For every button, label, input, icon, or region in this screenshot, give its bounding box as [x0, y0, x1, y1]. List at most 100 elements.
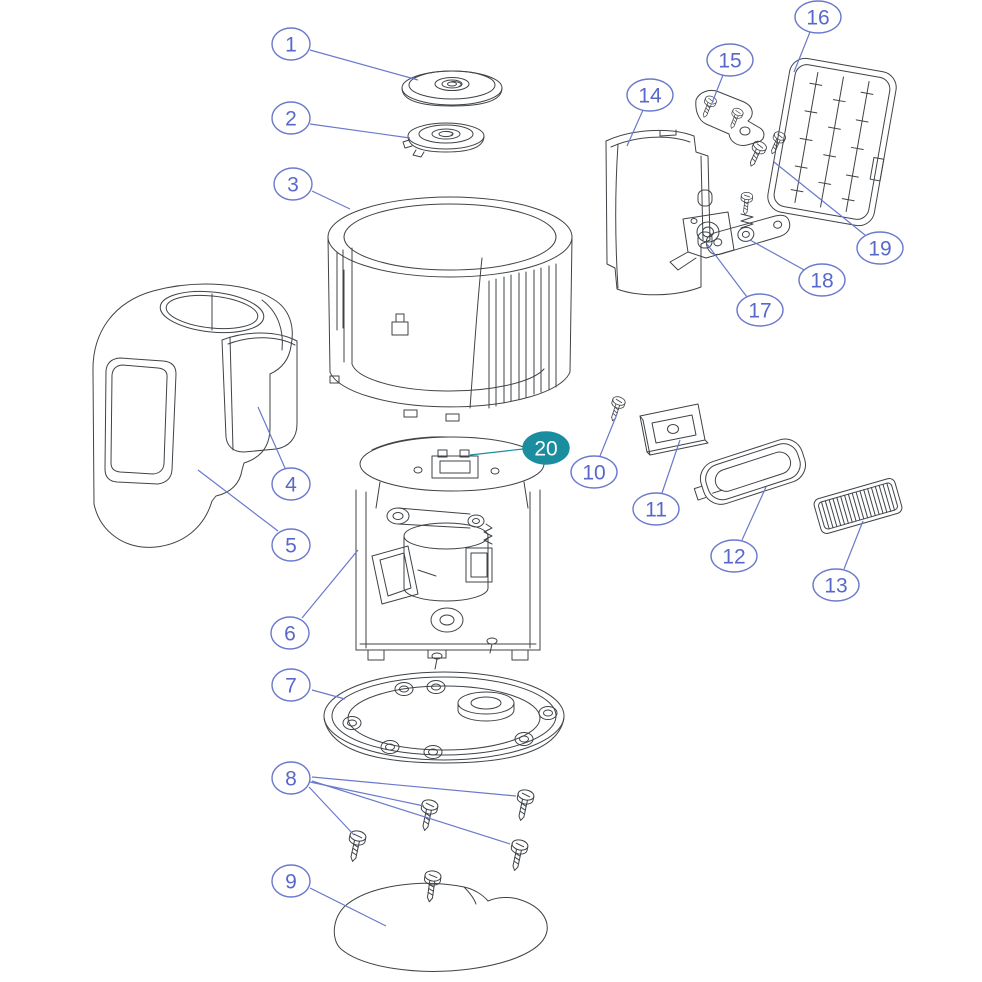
part-4-window-panel [222, 333, 297, 452]
callout-number: 18 [810, 270, 833, 293]
callout-number: 10 [582, 462, 605, 485]
part-18-lever [704, 191, 793, 256]
callout-20[interactable]: 20 [469, 431, 570, 465]
callout-8[interactable]: 8 [271, 761, 517, 845]
callout-number: 4 [285, 474, 297, 497]
part-3-housing [328, 197, 572, 421]
callout-bubble [271, 668, 311, 702]
part-5-outer-shell [93, 284, 292, 547]
leader-line [309, 49, 419, 81]
callout-number: 6 [284, 623, 296, 646]
callout-bubble [270, 616, 310, 650]
callout-bubble [570, 455, 618, 489]
part-7-base-plate [324, 672, 564, 763]
callout-7[interactable]: 7 [271, 668, 346, 702]
part-1-top-cap [402, 71, 502, 106]
callout-bubble [271, 101, 311, 135]
leader-line [257, 406, 286, 469]
callout-5[interactable]: 5 [197, 469, 311, 562]
callout-number: 9 [285, 871, 297, 894]
part-2-inner-cap [403, 123, 484, 157]
callout-bubble [626, 78, 674, 112]
callout-9[interactable]: 9 [271, 864, 387, 927]
callout-bubble [271, 528, 311, 562]
leader-line [197, 469, 279, 532]
callout-bubble [271, 467, 311, 501]
leader-line [843, 520, 864, 570]
callout-6[interactable]: 6 [270, 549, 359, 650]
part-6-motor-assembly [356, 482, 540, 669]
callout-bubble [710, 539, 758, 573]
callout-number: 17 [748, 300, 771, 323]
part-13-grille-block [813, 477, 904, 535]
callout-bubble [812, 568, 860, 602]
callout-number: 7 [285, 675, 297, 698]
part-9-bottom-cover [334, 883, 547, 971]
callout-number: 3 [287, 174, 299, 197]
part-8-screws [344, 787, 536, 904]
callout-2[interactable]: 2 [271, 101, 411, 139]
callout-number: 15 [718, 50, 741, 73]
callout-number: 19 [868, 238, 891, 261]
callout-19[interactable]: 19 [773, 161, 904, 265]
callout-12[interactable]: 12 [710, 486, 767, 573]
callout-3[interactable]: 3 [273, 167, 351, 210]
callout-bubble [706, 43, 754, 77]
callout-bubble [271, 761, 311, 795]
leader-line [311, 780, 511, 845]
callout-bubble [856, 231, 904, 265]
exploded-view-artwork [93, 56, 903, 972]
callout-14[interactable]: 14 [626, 78, 674, 147]
leader-line [661, 439, 681, 494]
callout-13[interactable]: 13 [812, 520, 864, 602]
leader-line [773, 161, 866, 236]
leader-line [311, 689, 346, 700]
callout-number: 11 [645, 499, 667, 522]
part-12-frame [688, 434, 810, 511]
part-15-bracket [696, 90, 764, 145]
callout-16[interactable]: 16 [793, 0, 842, 73]
callout-bubble [794, 0, 842, 34]
leader-line [706, 243, 748, 298]
callout-number: 5 [285, 535, 297, 558]
leader-line [301, 549, 359, 619]
callout-15[interactable]: 15 [706, 43, 754, 104]
callout-bubble [271, 27, 311, 61]
callout-bubble [632, 492, 680, 526]
callout-bubble [798, 263, 846, 297]
callout-number: 2 [285, 108, 297, 131]
callout-number: 20 [534, 438, 557, 461]
leader-line [309, 887, 387, 927]
leader-line [793, 31, 811, 73]
callout-number: 16 [806, 7, 829, 30]
part-17-hinge-bracket [670, 212, 734, 270]
callout-bubble [273, 167, 313, 201]
callout-number: 8 [285, 768, 297, 791]
leader-line [599, 413, 618, 457]
callout-1[interactable]: 1 [271, 27, 419, 81]
leader-line [309, 123, 411, 139]
part-19-screws [744, 129, 788, 170]
leader-line [308, 786, 355, 836]
leader-line [469, 448, 524, 456]
callout-bubble [736, 293, 784, 327]
leader-line [311, 776, 517, 797]
callout-number: 13 [824, 575, 847, 598]
callout-bubble [522, 431, 570, 465]
callout-bubble [271, 864, 311, 898]
callout-18[interactable]: 18 [749, 239, 846, 297]
callout-10[interactable]: 10 [570, 413, 618, 489]
leader-line [311, 190, 351, 210]
part-11-latch-plate [640, 404, 708, 455]
part-10-screw [606, 394, 627, 424]
callout-11[interactable]: 11 [632, 439, 681, 526]
callout-number: 14 [638, 85, 662, 108]
leader-line [711, 74, 724, 104]
part-14-curved-panel [606, 130, 712, 295]
part-16-ribbed-panel [765, 56, 898, 228]
callout-4[interactable]: 4 [257, 406, 311, 501]
callout-17[interactable]: 17 [706, 243, 784, 327]
